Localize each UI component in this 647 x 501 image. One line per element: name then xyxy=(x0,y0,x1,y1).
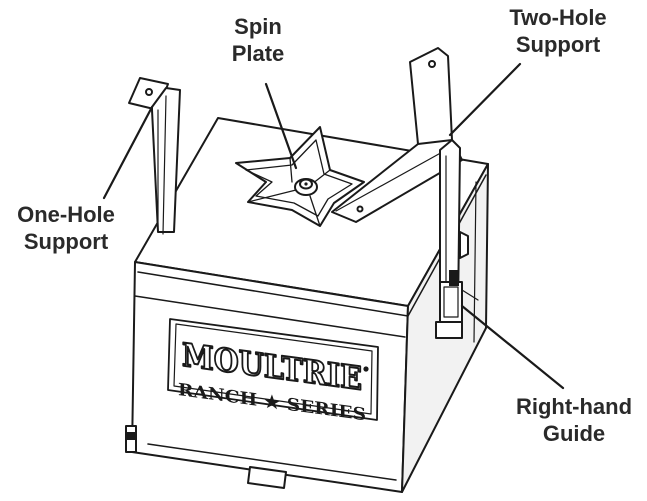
spin-plate-label-line1: Spin xyxy=(234,14,282,39)
logo-registered-mark xyxy=(363,366,369,372)
leader-spin-plate xyxy=(264,82,298,170)
one-hole-label-line2: Support xyxy=(23,229,109,254)
two-hole-label-line2: Support xyxy=(515,32,601,57)
spin-plate-label: Spin Plate xyxy=(208,13,308,67)
spin-plate-rim xyxy=(245,139,353,217)
right-hand-guide xyxy=(435,231,479,339)
one-hole-hole xyxy=(145,88,153,96)
logo-plate-inner xyxy=(173,323,373,415)
leader-lines xyxy=(102,62,565,390)
one-hole-support-label: One-Hole Support xyxy=(0,201,132,255)
two-hole-support xyxy=(331,47,463,319)
spin-plate xyxy=(235,126,365,227)
two-hole-hole xyxy=(428,60,436,68)
box-lid-edge xyxy=(134,295,406,338)
box-bottom-tab xyxy=(247,466,287,489)
two-hole-label-line1: Two-Hole xyxy=(509,5,607,30)
one-hole-support xyxy=(128,77,181,235)
two-hole-support-label: Two-Hole Support xyxy=(478,4,638,58)
right-hand-guide-label: Right-hand Guide xyxy=(492,393,647,447)
leader-one-hole xyxy=(102,105,154,200)
leader-two-hole xyxy=(448,62,522,137)
logo-plate: MOULTRIE RANCH ★ SERIES xyxy=(167,318,379,425)
spin-plate-label-line2: Plate xyxy=(231,41,285,66)
guide-knob xyxy=(459,231,469,259)
right-guide-label-line2: Guide xyxy=(542,421,606,446)
one-hole-leg xyxy=(151,87,181,233)
one-hole-label-line1: One-Hole xyxy=(17,202,115,227)
box-bottom-edge xyxy=(147,443,397,481)
right-guide-label-line1: Right-hand xyxy=(515,394,633,419)
two-hole-arm xyxy=(331,139,463,223)
leader-right-guide xyxy=(460,304,565,390)
spin-plate-body xyxy=(235,126,365,227)
